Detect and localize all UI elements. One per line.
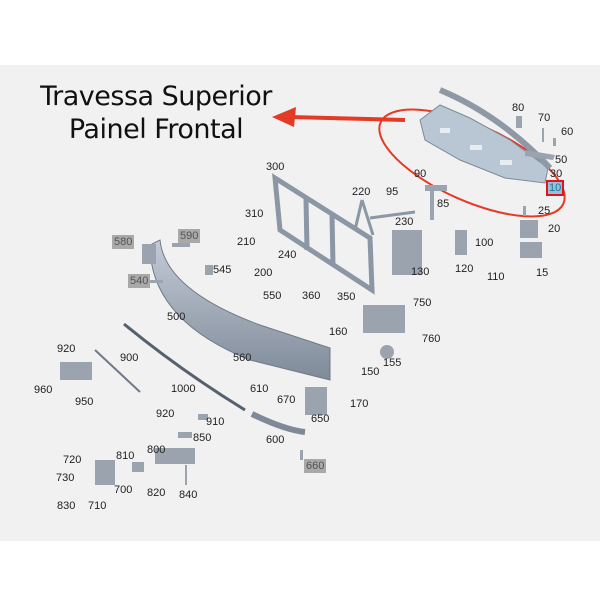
part-callout-20: 20 (548, 223, 561, 235)
part-callout-230: 230 (395, 216, 414, 228)
part-callout-960: 960 (34, 384, 53, 396)
part-callout-100: 100 (475, 237, 494, 249)
part-callout-500: 500 (167, 311, 186, 323)
part-callout-560: 560 (233, 352, 252, 364)
upper-crossmember-part (419, 87, 553, 184)
title-line-2: Painel Frontal (68, 114, 244, 145)
part-callout-60: 60 (561, 126, 574, 138)
part-callout-810: 810 (116, 450, 135, 462)
part-callout-760: 760 (422, 333, 441, 345)
part-callout-25: 25 (538, 205, 551, 217)
bumper-beam-part (149, 239, 331, 381)
part-callout-1000: 1000 (171, 383, 196, 395)
part-callout-155: 155 (383, 357, 402, 369)
part-callout-920: 920 (156, 408, 175, 420)
part-callout-85: 85 (437, 198, 450, 210)
front-panel-frame-part (272, 173, 375, 295)
part-callout-720: 720 (63, 454, 82, 466)
part-callout-30: 30 (550, 168, 563, 180)
part-callout-840: 840 (179, 489, 198, 501)
part-callout-950: 950 (75, 396, 94, 408)
part-callout-50: 50 (555, 154, 568, 166)
part-callout-80: 80 (512, 102, 525, 114)
part-callout-210: 210 (237, 236, 256, 248)
annotation-title: Travessa Superior Painel Frontal (22, 80, 290, 146)
part-callout-600: 600 (266, 434, 285, 446)
part-callout-910: 910 (206, 416, 225, 428)
part-callout-15: 15 (536, 267, 549, 279)
part-callout-300: 300 (266, 161, 285, 173)
part-callout-650: 650 (311, 413, 330, 425)
part-callout-900: 900 (120, 352, 139, 364)
part-callout-850: 850 (193, 432, 212, 444)
part-callout-120: 120 (455, 263, 474, 275)
part-callout-10: 10 (546, 180, 565, 196)
part-callout-240: 240 (278, 249, 297, 261)
part-callout-610: 610 (250, 383, 269, 395)
part-callout-130: 130 (411, 266, 430, 278)
part-callout-700: 700 (114, 484, 133, 496)
title-line-1: Travessa Superior (40, 81, 272, 112)
part-callout-800: 800 (147, 444, 166, 456)
part-callout-220: 220 (352, 186, 371, 198)
part-callout-110: 110 (487, 271, 505, 283)
part-callout-590: 590 (178, 229, 201, 243)
part-callout-70: 70 (538, 112, 551, 124)
part-callout-150: 150 (361, 366, 380, 378)
part-callout-90: 90 (414, 168, 427, 180)
part-callout-200: 200 (254, 267, 273, 279)
part-callout-310: 310 (245, 208, 264, 220)
part-callout-545: 545 (213, 264, 232, 276)
part-callout-670: 670 (277, 394, 296, 406)
part-callout-710: 710 (88, 500, 107, 512)
part-callout-95: 95 (386, 186, 399, 198)
red-arrow-icon (272, 107, 406, 127)
part-callout-160: 160 (329, 326, 348, 338)
part-callout-540: 540 (128, 274, 151, 288)
part-callout-820: 820 (147, 487, 166, 499)
part-callout-360: 360 (302, 290, 321, 302)
part-callout-920: 920 (57, 343, 76, 355)
part-callout-750: 750 (413, 297, 432, 309)
part-callout-580: 580 (112, 235, 135, 249)
part-callout-830: 830 (57, 500, 76, 512)
part-callout-350: 350 (337, 291, 356, 303)
part-callout-550: 550 (263, 290, 282, 302)
part-callout-730: 730 (56, 472, 75, 484)
part-callout-660: 660 (304, 459, 327, 473)
part-callout-170: 170 (350, 398, 369, 410)
